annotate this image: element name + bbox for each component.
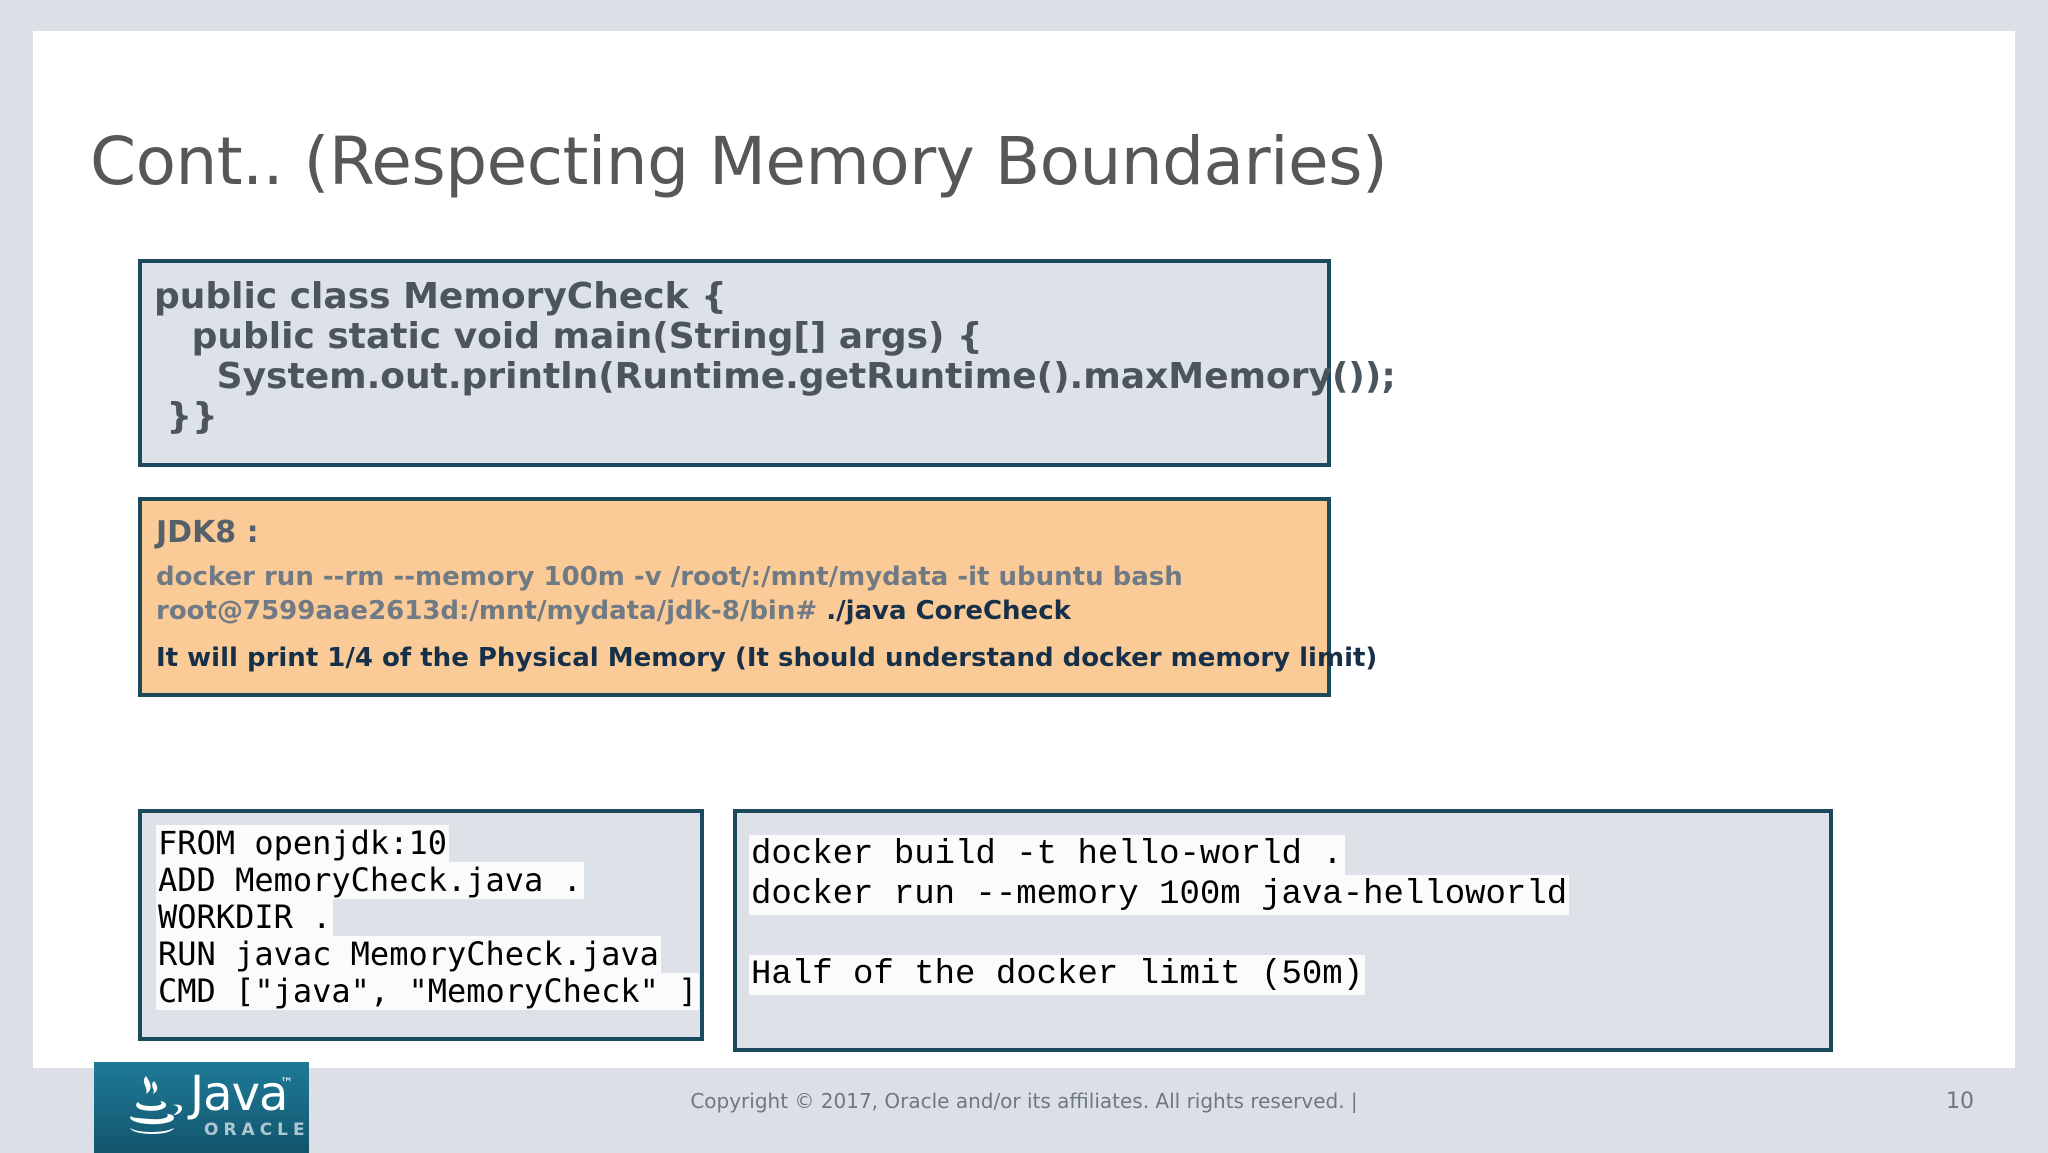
docker-command-lines: docker build -t hello-world . docker run…	[749, 835, 1570, 995]
jdk8-shell-prompt: root@7599aae2613d:/mnt/mydata/jdk-8/bin#	[156, 596, 818, 626]
dockerfile-line: FROM openjdk:10	[156, 824, 449, 862]
java-code-line-3: System.out.println(Runtime.getRuntime().…	[154, 356, 1396, 397]
dockerfile-box: FROM openjdk:10 ADD MemoryCheck.java . W…	[138, 809, 704, 1041]
dockerfile-line: CMD ["java", "MemoryCheck" ]	[156, 972, 700, 1010]
trademark-symbol: ™	[280, 1076, 293, 1091]
docker-command-line: docker build -t hello-world .	[749, 835, 1345, 875]
copyright-text: Copyright © 2017, Oracle and/or its affi…	[690, 1089, 1358, 1113]
jdk8-shell-prompt-line: root@7599aae2613d:/mnt/mydata/jdk-8/bin#…	[156, 596, 1071, 626]
slide-surface: Cont.. (Respecting Memory Boundaries) pu…	[33, 31, 2015, 1068]
page-title: Cont.. (Respecting Memory Boundaries)	[90, 123, 1388, 200]
jdk8-shell-command: ./java CoreCheck	[817, 596, 1071, 626]
page-number: 10	[1946, 1089, 1974, 1114]
jdk8-docker-command: docker run --rm --memory 100m -v /root/:…	[156, 562, 1183, 592]
docker-command-result: Half of the docker limit (50m)	[749, 955, 1366, 995]
jdk8-info-box: JDK8 : docker run --rm --memory 100m -v …	[138, 497, 1377, 697]
java-oracle-logo: Java ™ ORACLE	[94, 1062, 309, 1153]
java-code-line-4: }}	[154, 396, 218, 437]
dockerfile-line: ADD MemoryCheck.java .	[156, 861, 584, 899]
dockerfile-lines: FROM openjdk:10 ADD MemoryCheck.java . W…	[156, 824, 700, 1010]
footer-band	[0, 1068, 2048, 1153]
jdk8-heading: JDK8 :	[156, 515, 259, 550]
dockerfile-line: RUN javac MemoryCheck.java	[156, 935, 661, 973]
dockerfile-line: WORKDIR .	[156, 898, 334, 936]
java-code-line-2: public static void main(String[] args) {	[154, 316, 983, 357]
java-source-code-box: public class MemoryCheck { public static…	[138, 259, 1396, 467]
java-coffee-cup-icon	[130, 1076, 182, 1134]
java-code-line-1: public class MemoryCheck {	[154, 276, 727, 317]
docker-command-spacer	[749, 915, 773, 955]
jdk8-note: It will print 1/4 of the Physical Memory…	[156, 643, 1378, 673]
oracle-wordmark: ORACLE	[204, 1120, 309, 1140]
java-wordmark: Java	[190, 1066, 288, 1122]
java-code-text: public class MemoryCheck { public static…	[154, 276, 1396, 437]
docker-command-line: docker run --memory 100m java-helloworld	[749, 875, 1570, 915]
docker-commands-box: docker build -t hello-world . docker run…	[733, 809, 1833, 1052]
